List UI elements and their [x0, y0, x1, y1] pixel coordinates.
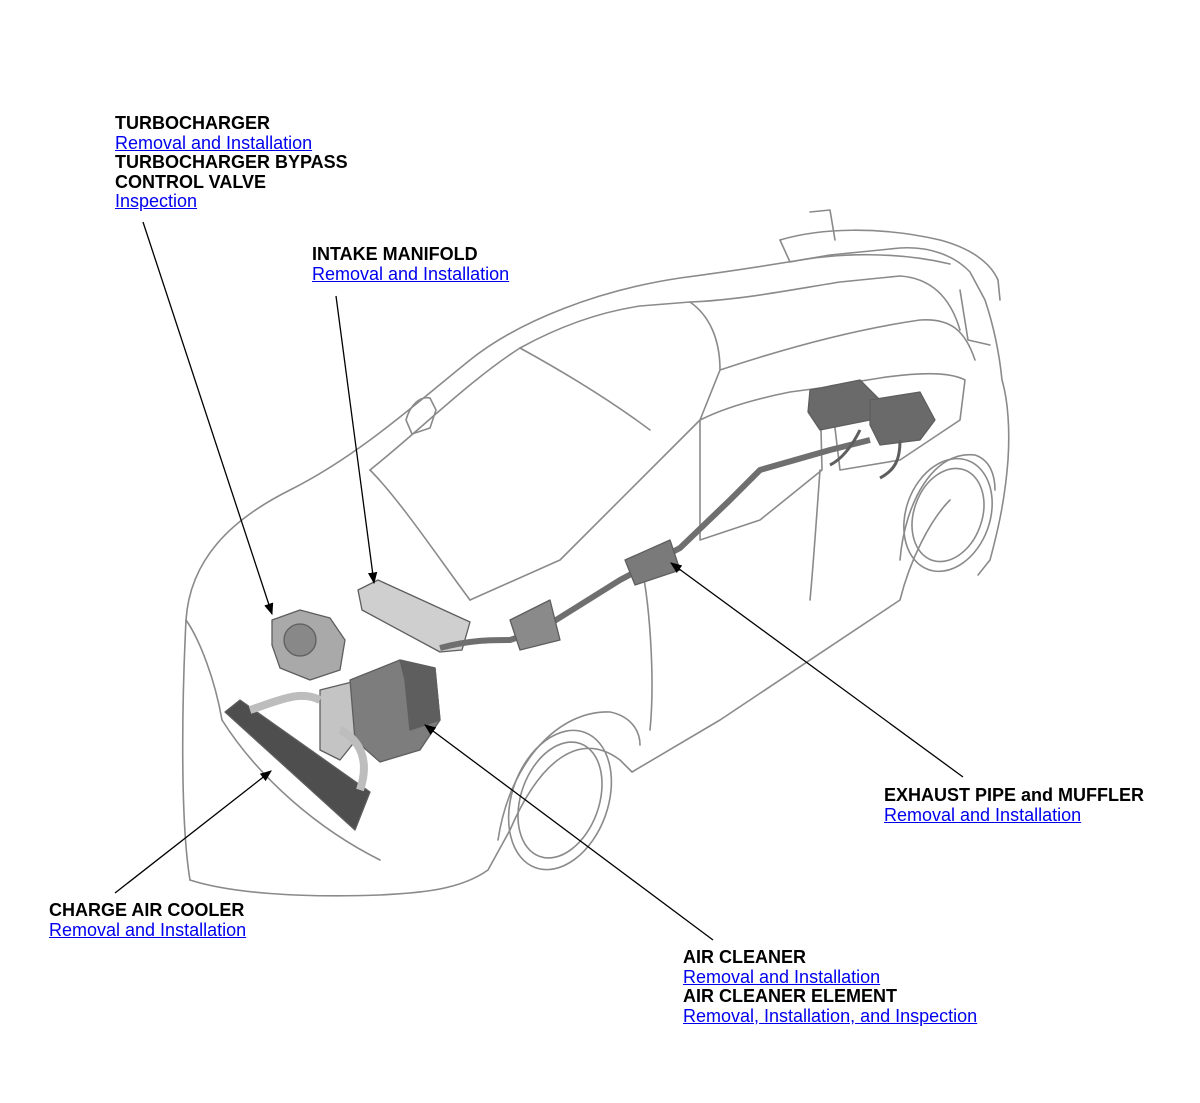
- callout-charge-air-cooler: CHARGE AIR COOLER Removal and Installati…: [49, 900, 247, 940]
- exhaust-title: EXHAUST PIPE and MUFFLER: [884, 785, 1145, 805]
- exhaust-pipe-shape: [439, 437, 871, 651]
- exhaust-removal-link[interactable]: Removal and Installation: [884, 804, 1082, 825]
- turbocharger-removal-link[interactable]: Removal and Installation: [115, 132, 313, 153]
- intake-manifold-shape: [357, 579, 471, 653]
- callout-air-cleaner: AIR CLEANER Removal and Installation AIR…: [683, 947, 978, 1026]
- leader-lines: [114, 221, 964, 941]
- turbocharger-bypass-title-line2: CONTROL VALVE: [115, 171, 267, 192]
- leader-air-cleaner: [424, 724, 714, 941]
- callout-intake-manifold: INTAKE MANIFOLD Removal and Installation: [312, 244, 510, 284]
- intake-manifold-title: INTAKE MANIFOLD: [312, 244, 478, 264]
- leader-turbocharger: [142, 221, 274, 616]
- air-cleaner-element-title: AIR CLEANER ELEMENT: [683, 986, 898, 1006]
- charge-air-cooler-title: CHARGE AIR COOLER: [49, 900, 245, 920]
- callout-exhaust: EXHAUST PIPE and MUFFLER Removal and Ins…: [884, 785, 1145, 825]
- turbocharger-bypass-title-line1: TURBOCHARGER BYPASS: [115, 152, 348, 172]
- leader-intake-manifold: [335, 295, 378, 585]
- charge-air-cooler-removal-link[interactable]: Removal and Installation: [49, 919, 247, 940]
- callout-turbocharger: TURBOCHARGER Removal and Installation TU…: [115, 113, 348, 212]
- engine-components: [224, 379, 936, 831]
- turbocharger-bypass-inspection-link[interactable]: Inspection: [115, 191, 198, 211]
- air-cleaner-title: AIR CLEANER: [683, 947, 807, 967]
- car-body-outline: [181, 209, 1010, 897]
- air-cleaner-removal-link[interactable]: Removal and Installation: [683, 966, 881, 987]
- turbocharger-title: TURBOCHARGER: [115, 113, 270, 133]
- leader-charge-air-cooler: [114, 770, 272, 894]
- intake-manifold-removal-link[interactable]: Removal and Installation: [312, 263, 510, 284]
- charge-air-cooler-shape: [224, 699, 371, 831]
- air-cleaner-element-link[interactable]: Removal, Installation, and Inspection: [683, 1005, 978, 1026]
- leader-exhaust: [670, 562, 964, 778]
